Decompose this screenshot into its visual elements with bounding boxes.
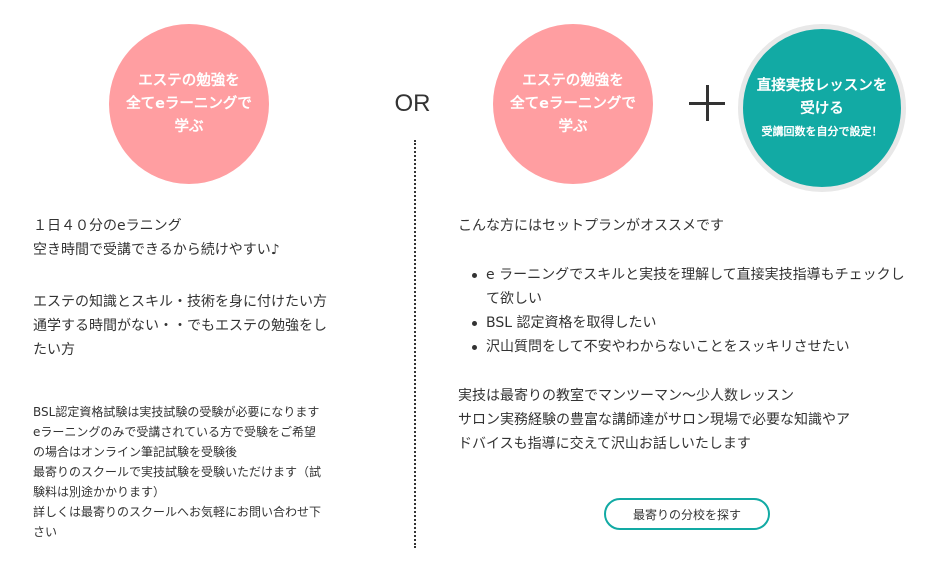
- elearning-circle-left: エステの勉強を 全てeラーニングで 学ぶ: [109, 24, 269, 184]
- left-exam-note: BSL認定資格試験は実技試験の受験が必要になります eラーニングのみで受講されて…: [33, 405, 322, 539]
- lesson-detail: 実技は最寄りの教室でマンツーマン〜少人数レッスン サロン実務経験の豊富な講師達が…: [458, 388, 850, 452]
- left-description-2: エステの知識とスキル・技術を身に付けたい方 通学する時間がない・・でもエステの勉…: [33, 294, 327, 358]
- lesson-circle-subtext: 受講回数を自分で設定！: [761, 125, 883, 138]
- list-item: BSL 認定資格を取得したい: [458, 311, 918, 335]
- list-item-text: 沢山質問をして不安やわからないことをスッキリさせたい: [486, 339, 850, 355]
- bullet-icon: [472, 273, 477, 278]
- find-school-button[interactable]: 最寄りの分校を探す: [604, 498, 770, 530]
- plus-icon: [689, 85, 725, 121]
- or-label: OR: [394, 90, 431, 117]
- elearning-circle-middle-text: エステの勉強を 全てeラーニングで 学ぶ: [510, 72, 636, 135]
- left-description-1: １日４０分のeラニング 空き時間で受講できるから続けやすい♪: [33, 218, 280, 258]
- bullet-icon: [472, 345, 477, 350]
- recommend-list: e ラーニングでスキルと実技を理解して直接実技指導もチェックして欲しい BSL …: [458, 263, 918, 359]
- lesson-circle: 直接実技レッスンを 受ける 受講回数を自分で設定！: [738, 24, 906, 192]
- lesson-circle-text: 直接実技レッスンを 受ける: [756, 78, 888, 117]
- dotted-divider: [414, 140, 416, 548]
- elearning-circle-left-text: エステの勉強を 全てeラーニングで 学ぶ: [126, 72, 252, 135]
- list-item: 沢山質問をして不安やわからないことをスッキリさせたい: [458, 335, 918, 359]
- set-plan-intro: こんな方にはセットプランがオススメです: [458, 218, 724, 234]
- list-item-text: e ラーニングでスキルと実技を理解して直接実技指導もチェックして欲しい: [486, 267, 905, 307]
- bullet-icon: [472, 321, 477, 326]
- elearning-circle-middle: エステの勉強を 全てeラーニングで 学ぶ: [493, 24, 653, 184]
- list-item-text: BSL 認定資格を取得したい: [486, 315, 657, 331]
- list-item: e ラーニングでスキルと実技を理解して直接実技指導もチェックして欲しい: [458, 263, 918, 311]
